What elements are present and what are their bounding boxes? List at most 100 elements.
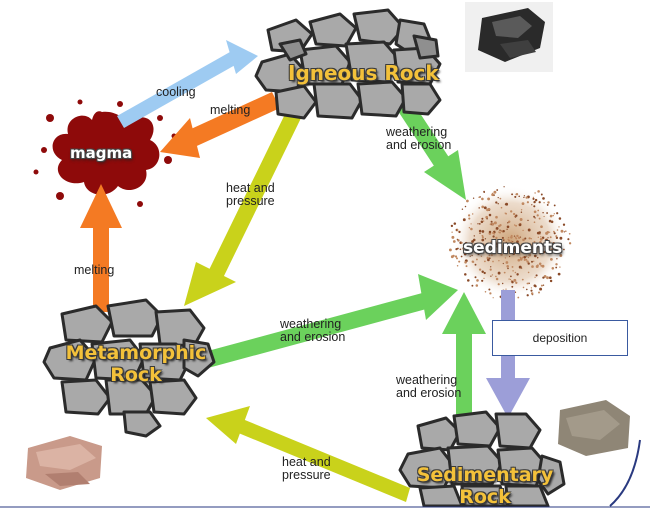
- sediment-speck: [485, 291, 487, 293]
- sediment-speck: [531, 265, 534, 268]
- sediment-speck: [505, 288, 506, 289]
- sediment-speck: [478, 197, 480, 199]
- sediment-speck: [555, 267, 557, 269]
- sediment-speck: [528, 272, 530, 274]
- sediment-speck: [542, 197, 545, 200]
- sediment-speck: [523, 287, 525, 289]
- sediment-speck: [542, 265, 545, 268]
- sediment-speck: [498, 283, 500, 285]
- sediment-speck: [535, 199, 537, 201]
- sediment-speck: [554, 204, 556, 206]
- sediment-speck: [464, 261, 467, 264]
- metamorphic-rock-title: Metamorphic Rock: [58, 342, 214, 386]
- sediment-speck: [561, 230, 564, 233]
- sediment-speck: [499, 229, 500, 230]
- sediment-speck: [501, 207, 503, 209]
- sediment-speck: [533, 261, 534, 262]
- deposition-label: deposition: [533, 331, 588, 345]
- sediment-speck: [481, 280, 483, 282]
- sediment-speck: [518, 259, 521, 262]
- sediment-speck: [483, 220, 484, 221]
- sediment-speck: [466, 200, 469, 203]
- sediment-speck: [468, 218, 470, 220]
- sediment-speck: [503, 263, 504, 264]
- sediment-speck: [522, 279, 524, 281]
- sediment-speck: [463, 218, 466, 221]
- sediment-speck: [521, 211, 522, 212]
- sediment-speck: [492, 261, 494, 263]
- sediment-speck: [524, 259, 526, 261]
- sediment-speck: [489, 292, 491, 294]
- sediment-speck: [533, 197, 534, 198]
- sediment-speck: [520, 218, 523, 221]
- weathering-arrow-right: [442, 292, 486, 430]
- sediment-speck: [550, 258, 553, 261]
- sediment-speck: [481, 221, 484, 224]
- sediment-speck: [475, 264, 477, 266]
- sediment-speck: [476, 284, 479, 287]
- sediment-speck: [483, 278, 484, 279]
- melting-arrow-top: [160, 92, 280, 158]
- sediment-speck: [511, 286, 513, 288]
- sediment-speck: [557, 229, 559, 231]
- sediment-speck: [469, 227, 470, 228]
- sediment-speck: [533, 201, 535, 203]
- sediment-speck: [470, 223, 471, 224]
- sediment-speck: [546, 212, 548, 214]
- sediment-speck: [539, 263, 542, 266]
- sediment-speck: [550, 280, 552, 282]
- sediment-speck: [530, 290, 532, 292]
- metamorphic-title-line1: Metamorphic: [58, 342, 214, 364]
- sediment-speck: [564, 231, 565, 232]
- sediment-speck: [546, 231, 549, 234]
- sediment-speck: [531, 204, 532, 205]
- sediment-speck: [481, 270, 483, 272]
- sediment-speck: [513, 213, 515, 215]
- sediment-speck: [449, 248, 452, 251]
- sediment-speck: [479, 223, 481, 225]
- melting-arrow-left: [80, 184, 122, 312]
- sediment-speck: [547, 201, 549, 203]
- sediment-speck: [458, 261, 460, 263]
- sediment-speck: [518, 196, 520, 198]
- sediment-speck: [567, 238, 569, 240]
- sediment-speck: [503, 186, 504, 187]
- sediment-speck: [467, 279, 470, 282]
- weathering-right-line2: and erosion: [396, 387, 461, 400]
- heat-pressure-top-line2: pressure: [226, 195, 275, 208]
- sediment-speck: [476, 279, 479, 282]
- sediment-speck: [539, 288, 542, 291]
- magma-label: magma: [70, 144, 132, 162]
- sediment-speck: [543, 216, 544, 217]
- weathering-label-right: weathering and erosion: [396, 374, 461, 400]
- sediment-speck: [453, 240, 456, 243]
- sediment-speck: [554, 213, 555, 214]
- sediment-speck: [473, 261, 475, 263]
- sediment-speck: [502, 283, 503, 284]
- sediment-speck: [531, 261, 533, 263]
- sediment-speck: [498, 203, 499, 204]
- heat-pressure-label-top: heat and pressure: [226, 182, 275, 208]
- melting-label-top: melting: [210, 104, 250, 117]
- sediment-speck: [478, 207, 480, 209]
- sediment-speck: [460, 248, 462, 250]
- sediment-speck: [515, 282, 517, 284]
- sediment-speck: [470, 228, 473, 231]
- sediment-speck: [498, 197, 499, 198]
- sediment-speck: [531, 292, 533, 294]
- sediment-speck: [451, 225, 453, 227]
- sediment-speck: [492, 274, 493, 275]
- sediment-speck: [493, 233, 495, 235]
- sediment-speck: [541, 285, 543, 287]
- sediment-speck: [507, 268, 509, 270]
- sediment-speck: [487, 259, 490, 262]
- sediment-speck: [526, 289, 528, 291]
- sediment-speck: [456, 257, 458, 259]
- sediment-speck: [531, 287, 532, 288]
- sediment-speck: [537, 210, 539, 212]
- sediment-speck: [527, 294, 529, 296]
- sediment-speck: [489, 214, 492, 217]
- sediment-speck: [515, 272, 517, 274]
- sediment-speck: [479, 268, 481, 270]
